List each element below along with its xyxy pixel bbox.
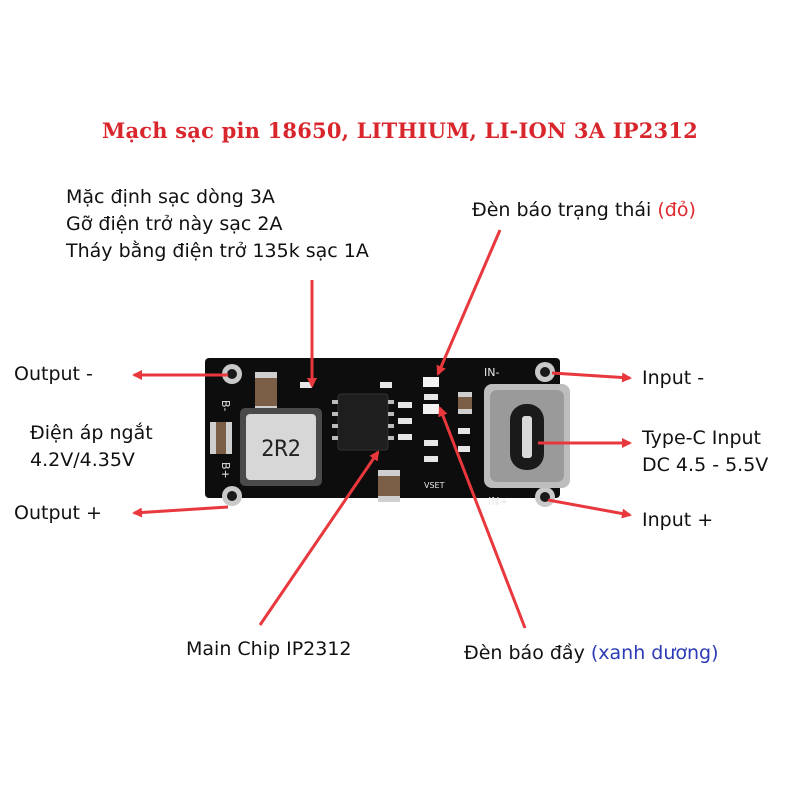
capacitor: [378, 470, 400, 502]
main-chip-label: Main Chip IP2312: [186, 638, 352, 660]
main-chip: [332, 393, 394, 451]
arrow-output-plus: [132, 505, 229, 518]
capacitor: [255, 372, 277, 412]
pad-b-minus: [222, 364, 242, 384]
smd-components: [300, 382, 470, 462]
full-led-label: Đèn báo đầy (xanh dương): [464, 642, 719, 664]
type-c-port: [484, 384, 570, 488]
silk-in-plus: IN+: [488, 495, 509, 508]
capacitor: [458, 392, 472, 414]
diagram-title: Mạch sạc pin 18650, LITHIUM, LI-ION 3A I…: [102, 118, 698, 143]
inductor: 2R2: [240, 408, 322, 486]
cutoff-voltage-label: Điện áp ngắt 4.2V/4.35V: [30, 422, 153, 471]
output-minus-label: Output -: [14, 363, 93, 385]
output-plus-label: Output +: [14, 502, 102, 524]
input-plus-label: Input +: [642, 509, 714, 531]
silk-b-minus: B-: [219, 400, 232, 412]
inductor-marking: 2R2: [261, 437, 301, 462]
arrow-status-led: [436, 229, 502, 376]
arrow-input-minus: [551, 371, 632, 383]
pad-in-plus: [535, 487, 555, 507]
full-led: [423, 404, 439, 414]
pad-in-minus: [535, 362, 555, 382]
charge-default-note: Mặc định sạc dòng 3A Gỡ điện trở này sạc…: [66, 186, 369, 262]
arrow-full-led: [438, 406, 527, 629]
silk-vset: VSET: [424, 481, 445, 490]
silk-b-plus: B+: [219, 462, 232, 479]
type-c-label: Type-C Input DC 4.5 - 5.5V: [642, 427, 769, 476]
pad-b-plus: [222, 486, 242, 506]
input-minus-label: Input -: [642, 367, 705, 389]
capacitor: [210, 422, 232, 454]
arrow-input-plus: [547, 498, 632, 519]
arrow-main-chip: [258, 450, 380, 626]
silk-in-minus: IN-: [484, 366, 499, 379]
status-led-label: Đèn báo trạng thái (đỏ): [472, 199, 696, 221]
status-led: [423, 377, 439, 387]
